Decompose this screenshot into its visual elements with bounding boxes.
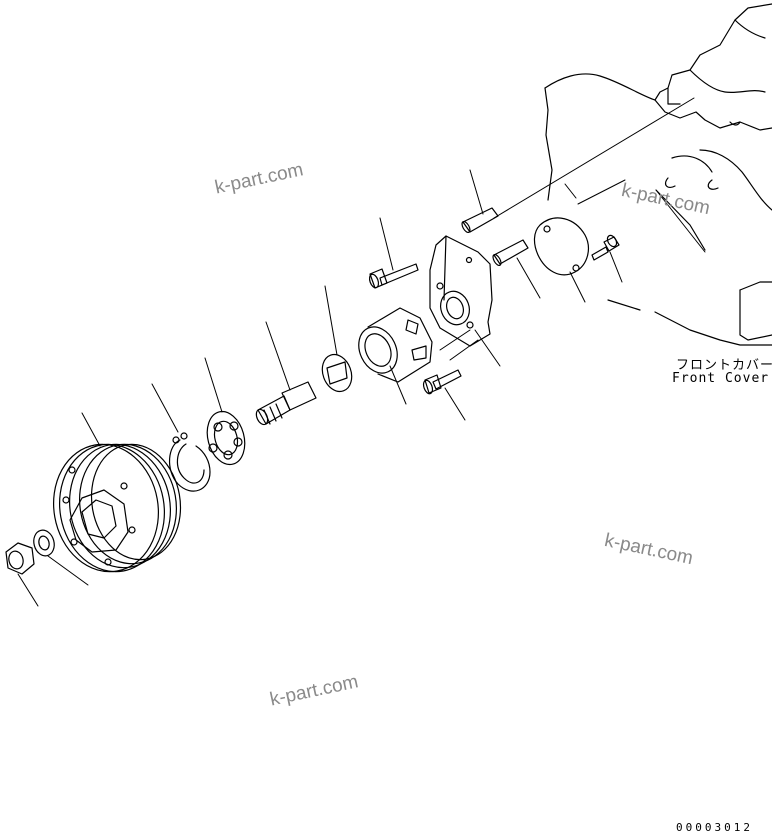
nut	[5, 542, 39, 607]
bolt-upper-left	[368, 217, 419, 289]
washer	[33, 529, 89, 586]
front-cover-label-jp: フロントカバー	[676, 358, 772, 373]
pump-housing	[429, 235, 501, 367]
dowel-pin-lower	[492, 239, 541, 299]
pulley	[52, 412, 182, 573]
dowel-pin-upper	[461, 169, 499, 234]
gear-small	[321, 285, 353, 393]
drawing-code: 00003012	[676, 821, 753, 834]
bearing	[204, 357, 246, 466]
bolt-lower-middle	[422, 329, 479, 421]
gasket	[533, 217, 589, 303]
front-cover-housing	[544, 3, 772, 346]
snap-ring	[151, 383, 211, 492]
drive-coupling	[358, 307, 433, 405]
bolt-upper-right	[591, 234, 623, 283]
drive-shaft	[255, 321, 317, 426]
front-cover-label-en: Front Cover	[672, 371, 770, 386]
